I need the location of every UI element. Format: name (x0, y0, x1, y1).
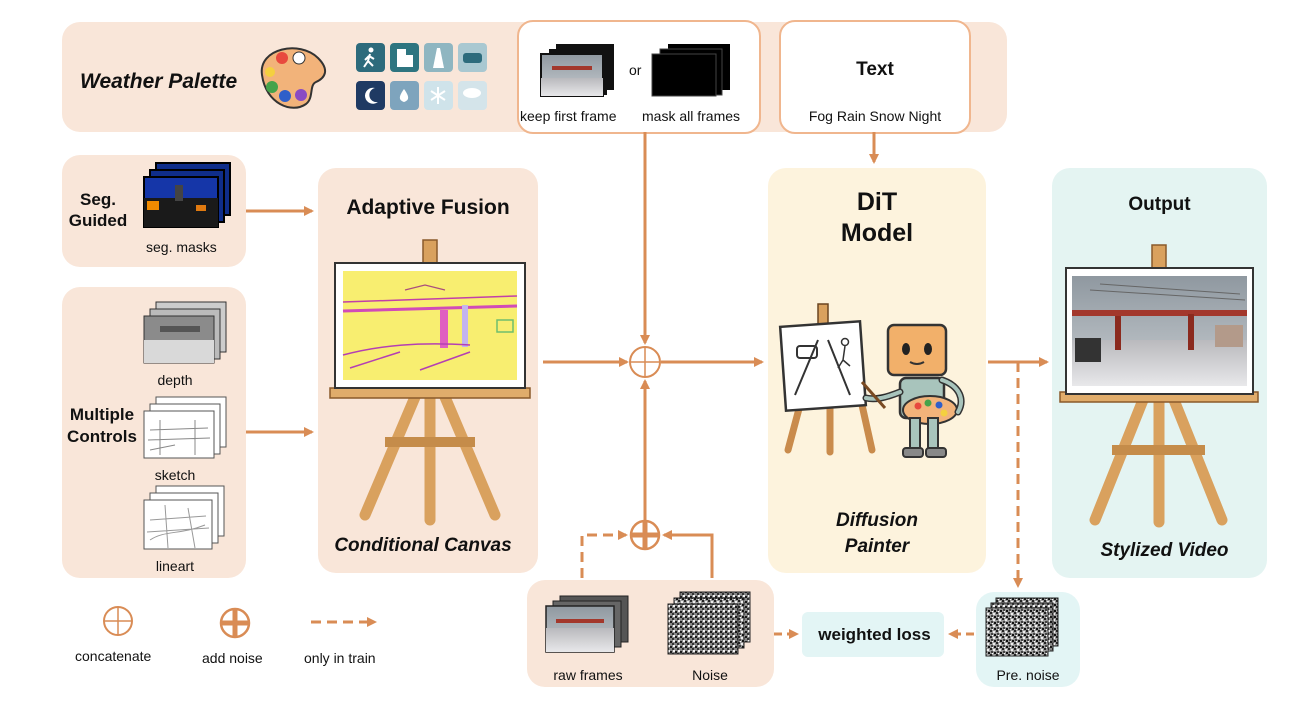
depth-label: depth (157, 372, 193, 388)
weighted-loss-label: weighted loss (818, 625, 931, 644)
seg-guided-title-line2: Guided (68, 211, 128, 230)
adaptive-fusion-title: Adaptive Fusion (346, 196, 510, 219)
conditional-canvas-easel (329, 239, 531, 526)
seg-guided-title-line1: Seg. (80, 190, 116, 209)
weather-palette-title: Weather Palette (80, 70, 238, 93)
multiple-controls-title-line1: Multiple (69, 405, 135, 424)
seg-masks-thumb (143, 162, 231, 228)
multiple-controls-title-line2: Controls (67, 427, 137, 446)
stylized-video-caption: Stylized Video (1100, 540, 1229, 561)
depth-thumb (143, 301, 227, 364)
legend-add-noise-label: add noise (202, 650, 263, 666)
weighted-loss-box (802, 612, 944, 657)
add-noise-node (629, 519, 661, 551)
sketch-thumb (143, 396, 227, 459)
raw-frames-thumb (545, 595, 629, 653)
text-box-title: Text (856, 59, 894, 80)
sketch-label: sketch (154, 467, 196, 483)
noise-thumb (667, 591, 751, 655)
legend-concatenate-icon (103, 606, 133, 636)
palette-icon (260, 47, 327, 109)
raw-frames-label: raw frames (553, 667, 623, 683)
keep-first-frame-thumb (540, 44, 614, 97)
mask-all-frames-thumb (651, 44, 730, 97)
seg-masks-label: seg. masks (146, 239, 217, 255)
weather-prompts-label: Fog Rain Snow Night (808, 108, 942, 124)
legend-train-only-label: only in train (304, 650, 376, 666)
lineart-label: lineart (155, 558, 195, 574)
conditional-canvas-caption: Conditional Canvas (334, 535, 512, 556)
noise-label: Noise (692, 667, 728, 683)
dit-title-line1: DiT (856, 188, 898, 216)
flow-arrows (246, 132, 1049, 639)
keep-first-frame-label: keep first frame (520, 108, 617, 124)
pre-noise-label: Pre. noise (996, 667, 1060, 683)
painter-caption: Painter (844, 536, 910, 557)
noise-to-addnoise-arrow (662, 530, 714, 578)
night-icon (356, 81, 385, 110)
diffusion-caption: Diffusion (836, 510, 918, 531)
diffusion-painter-illustration (778, 303, 965, 458)
output-easel (1059, 244, 1259, 528)
raw-to-addnoise-arrow (580, 530, 628, 578)
mask-all-frames-label: mask all frames (642, 108, 741, 124)
legend-concatenate-label: concatenate (75, 648, 152, 664)
concatenate-node (629, 346, 661, 378)
dit-title-line2: Model (840, 219, 914, 247)
or-label: or (629, 62, 642, 78)
weather-icons (356, 43, 487, 110)
pre-noise-thumb (985, 597, 1059, 657)
lineart-thumb (143, 485, 225, 550)
output-title: Output (1128, 194, 1191, 215)
legend-add-noise-icon (219, 607, 251, 639)
